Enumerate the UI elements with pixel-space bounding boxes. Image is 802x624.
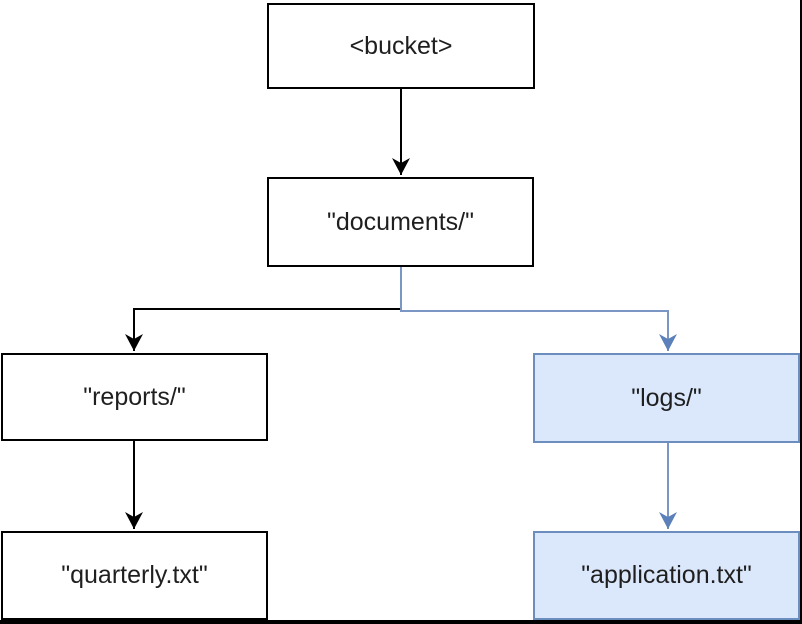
node-logs: "logs/" <box>533 353 800 443</box>
node-reports-label: "reports/" <box>83 382 186 411</box>
node-documents-label: "documents/" <box>327 207 474 236</box>
node-reports: "reports/" <box>1 353 268 441</box>
node-quarterly: "quarterly.txt" <box>1 531 268 620</box>
node-logs-label: "logs/" <box>631 383 702 412</box>
node-documents: "documents/" <box>267 177 534 267</box>
node-quarterly-label: "quarterly.txt" <box>61 561 208 589</box>
node-application-label: "application.txt" <box>581 561 752 589</box>
node-application: "application.txt" <box>533 531 800 620</box>
node-bucket-label: <bucket> <box>349 31 453 60</box>
node-bucket: <bucket> <box>267 3 535 89</box>
edge-documents-to-logs <box>400 267 677 351</box>
edge-documents-to-reports <box>125 267 402 351</box>
